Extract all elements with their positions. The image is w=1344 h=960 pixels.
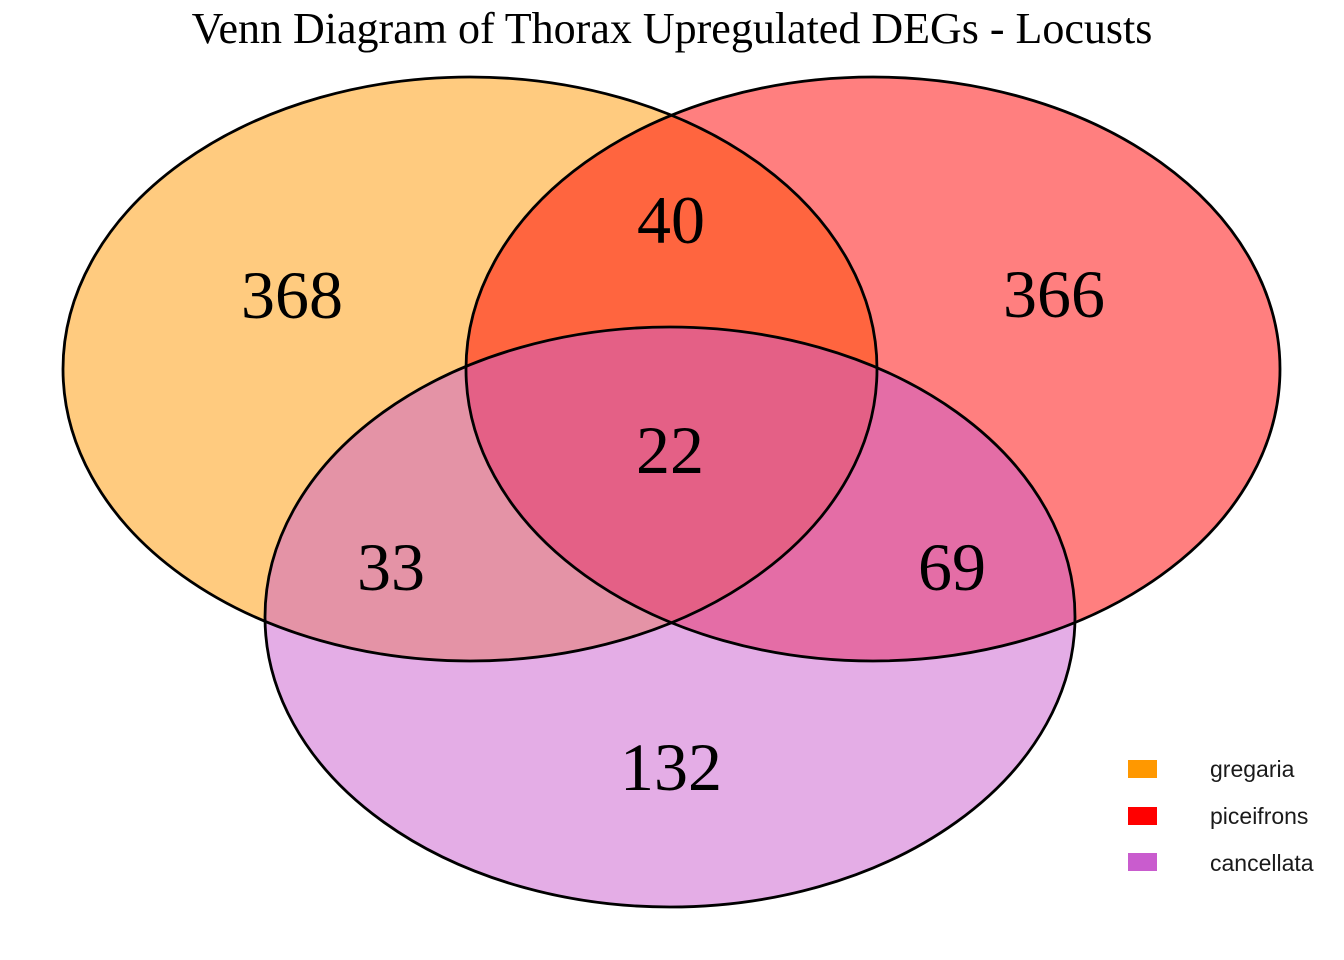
count-all-three: 22 (636, 412, 704, 488)
count-gregaria-cancellata: 33 (357, 529, 425, 605)
count-cancellata-only: 132 (620, 729, 722, 805)
cancellata-set-outline (263, 325, 1077, 909)
legend-label-piceifrons: piceifrons (1210, 803, 1308, 829)
chart-title: Venn Diagram of Thorax Upregulated DEGs … (192, 4, 1153, 53)
count-piceifrons-only: 366 (1003, 256, 1105, 332)
legend: gregaria piceifrons cancellata (1128, 756, 1314, 876)
count-piceifrons-cancellata: 69 (918, 529, 986, 605)
legend-swatch-cancellata (1128, 853, 1157, 871)
legend-swatch-piceifrons (1128, 807, 1157, 825)
piceifrons-set-outline (464, 75, 1282, 663)
legend-label-gregaria: gregaria (1210, 756, 1295, 782)
legend-label-cancellata: cancellata (1210, 850, 1314, 876)
count-gregaria-only: 368 (241, 257, 343, 333)
count-gregaria-piceifrons: 40 (637, 182, 705, 258)
legend-swatch-gregaria (1128, 760, 1157, 778)
cancellata-set-area (265, 327, 1075, 907)
